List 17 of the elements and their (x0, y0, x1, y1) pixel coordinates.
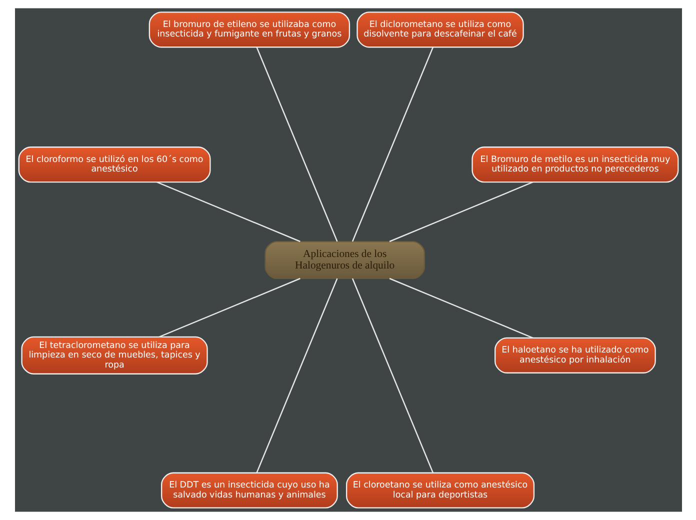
connector (158, 278, 300, 338)
connector (156, 182, 300, 242)
connector (351, 47, 434, 242)
node-box: El DDT es un insecticida cuyo uso ha salvado vidas humanas y animales (160, 472, 338, 508)
node-box: El cloroformo se utilizó en los 60´s como anestésico (18, 146, 210, 183)
connector (388, 182, 533, 242)
node-box: El tetraclorometano se utiliza para limpieza en seco de muebles, tapices y ropa (20, 336, 208, 374)
connector (256, 278, 338, 473)
connector (388, 278, 533, 338)
node-box: El bromuro de etileno se utilizaba como insecticida y fumigante en frutas y granos (148, 12, 350, 48)
node-box: El diclorometano se utiliza como disolvente para descafeinar el café (356, 12, 524, 48)
node-box: Aplicaciones de los Halogenuros de alquilo (264, 240, 425, 280)
connector (351, 278, 434, 473)
node-box: El cloroetano se utiliza como anestésico local para deportistas (345, 472, 534, 508)
node-box: El haloetano se ha utilizado como anestésico por inhalación (494, 337, 656, 374)
node-box: El Bromuro de metilo es un insecticida muy utilizado en productos no perecederos (471, 146, 678, 183)
connector (256, 47, 338, 242)
